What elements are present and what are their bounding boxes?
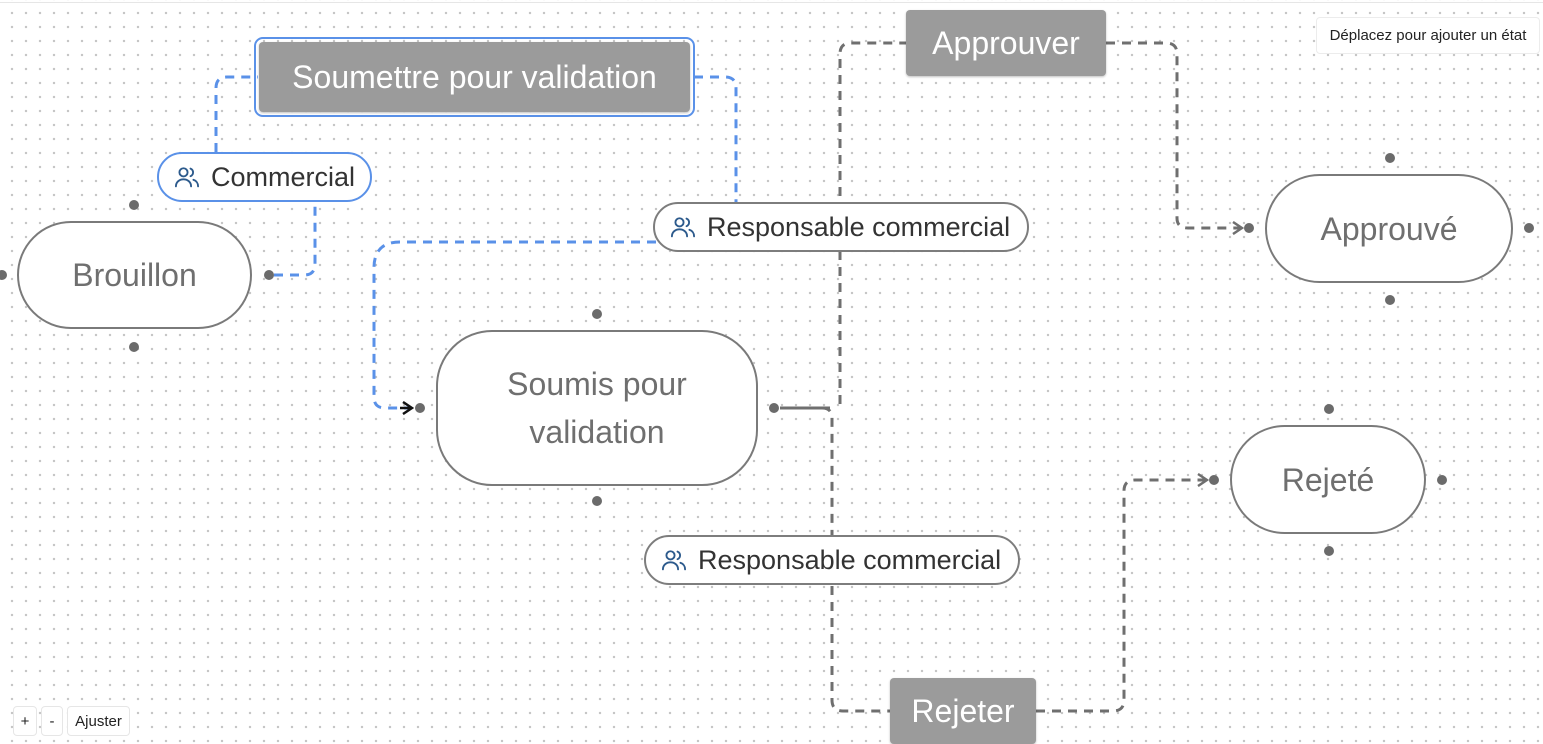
action-approve-button[interactable]: Approuver bbox=[906, 10, 1106, 76]
state-submitted-label: Soumis pour validation bbox=[507, 366, 687, 450]
canvas-top-border bbox=[0, 2, 1543, 3]
role-approve-label: Responsable commercial bbox=[707, 211, 1011, 242]
zoom-out-button[interactable]: - bbox=[41, 706, 63, 736]
action-approve-label: Approuver bbox=[932, 24, 1080, 61]
state-rejected-handle-top[interactable] bbox=[1324, 404, 1334, 414]
state-submitted-handle-left[interactable] bbox=[415, 403, 425, 413]
users-icon bbox=[174, 167, 200, 188]
zoom-in-button[interactable]: + bbox=[13, 706, 37, 736]
state-rejected-handle-right[interactable] bbox=[1437, 475, 1447, 485]
edge-reject-down[interactable] bbox=[830, 586, 890, 713]
state-submitted-handle-bottom[interactable] bbox=[592, 496, 602, 506]
role-approve-pill[interactable]: Responsable commercial bbox=[653, 202, 1029, 252]
state-approved-handle-bottom[interactable] bbox=[1385, 295, 1395, 305]
role-reject-pill[interactable]: Responsable commercial bbox=[644, 535, 1020, 585]
role-reject-label: Responsable commercial bbox=[698, 544, 1002, 575]
edge-submit-to-action[interactable] bbox=[214, 75, 258, 152]
state-draft-handle-top[interactable] bbox=[129, 200, 139, 210]
state-rejected-handle-left[interactable] bbox=[1209, 475, 1219, 485]
role-submit-pill[interactable]: Commercial bbox=[157, 152, 372, 202]
edge-submit-from-draft[interactable] bbox=[274, 200, 317, 277]
state-rejected-label: Rejeté bbox=[1281, 461, 1375, 498]
edge-submit-from-action[interactable] bbox=[694, 75, 738, 202]
state-rejected-handle-bottom[interactable] bbox=[1324, 546, 1334, 556]
zoom-in-label: + bbox=[20, 712, 30, 730]
state-approved-handle-left[interactable] bbox=[1244, 223, 1254, 233]
state-draft[interactable]: Brouillon bbox=[17, 221, 252, 329]
action-submit-button[interactable]: Soumettre pour validation bbox=[254, 37, 695, 117]
state-rejected[interactable]: Rejeté bbox=[1230, 425, 1426, 534]
add-state-hint[interactable]: Déplacez pour ajouter un état bbox=[1316, 17, 1540, 54]
state-approved-handle-right[interactable] bbox=[1524, 223, 1534, 233]
state-approved-label: Approuvé bbox=[1320, 210, 1458, 247]
add-state-hint-label: Déplacez pour ajouter un état bbox=[1329, 27, 1527, 44]
state-approved[interactable]: Approuvé bbox=[1265, 174, 1513, 283]
action-reject-label: Rejeter bbox=[911, 692, 1015, 729]
users-icon bbox=[661, 550, 687, 571]
edge-reject-from-submitted[interactable] bbox=[821, 406, 834, 535]
zoom-out-label: - bbox=[49, 712, 55, 730]
action-submit-label: Soumettre pour validation bbox=[292, 58, 657, 95]
users-icon bbox=[670, 217, 696, 238]
state-draft-handle-bottom[interactable] bbox=[129, 342, 139, 352]
state-approved-handle-top[interactable] bbox=[1385, 153, 1395, 163]
fit-view-label: Ajuster bbox=[75, 712, 122, 730]
state-submitted[interactable]: Soumis pour validation bbox=[436, 330, 758, 486]
state-draft-label: Brouillon bbox=[72, 257, 197, 293]
edge-reject-to-rejected[interactable] bbox=[1036, 480, 1207, 713]
state-draft-handle-right[interactable] bbox=[264, 270, 274, 280]
state-submitted-handle-right[interactable] bbox=[769, 403, 779, 413]
edge-approve-to-approved[interactable] bbox=[1106, 41, 1242, 228]
role-submit-label: Commercial bbox=[211, 161, 356, 192]
state-submitted-handle-top[interactable] bbox=[592, 309, 602, 319]
fit-view-button[interactable]: Ajuster bbox=[67, 706, 130, 736]
state-draft-handle-left[interactable] bbox=[0, 270, 7, 280]
action-reject-button[interactable]: Rejeter bbox=[890, 678, 1036, 744]
